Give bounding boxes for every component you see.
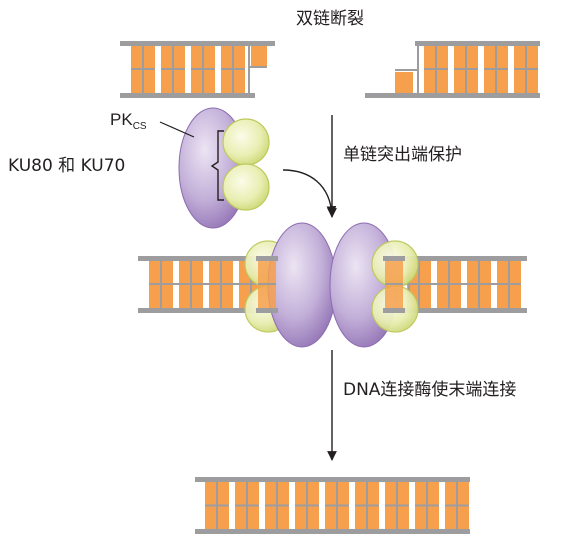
- svg-text:PKCS: PKCS: [110, 110, 147, 132]
- ku70-protein: [222, 163, 270, 211]
- step2-label: DNA连接酶使末端连接: [343, 379, 516, 400]
- pkcs-label-sub: CS: [133, 121, 147, 132]
- ku-label: KU80 和 KU70: [8, 130, 224, 201]
- pkcs-protein: [267, 222, 337, 348]
- dna-backbone-bottom: [382, 308, 527, 313]
- ku-label-text: KU80 和 KU70: [8, 156, 125, 176]
- pk-ku-complex-bound-right: [329, 222, 419, 348]
- dna-backbone-bottom: [138, 308, 278, 313]
- pkcs-leader-line: [159, 121, 195, 138]
- dna-base-pairs: [205, 482, 469, 529]
- dna-backbone-top: [120, 41, 275, 46]
- step1-label: 单链突出端保护: [343, 145, 462, 165]
- title-label: 双链断裂: [296, 9, 364, 29]
- dna-thread-through-ku: [256, 256, 405, 313]
- dna-fragment-top-right: [365, 41, 540, 98]
- pkcs-label: PKCS: [110, 110, 195, 138]
- dna-backbone-top: [138, 256, 278, 261]
- ku80-protein: [222, 118, 270, 166]
- dna-repaired: [195, 477, 470, 534]
- dna-backbone-bottom: [365, 93, 540, 98]
- dna-backbone-bottom: [195, 529, 470, 534]
- dna-backbone-top: [382, 256, 527, 261]
- dna-backbone-bottom: [120, 93, 255, 98]
- pk-ku-complex: [178, 107, 270, 229]
- dna-backbone-top: [415, 41, 540, 46]
- recruit-curved-arrow: [282, 169, 337, 216]
- dna-base-pairs: [131, 46, 267, 93]
- dna-base-pairs: [395, 46, 538, 93]
- dna-fragment-top-left: [120, 41, 275, 98]
- pkcs-label-main: PK: [110, 110, 133, 129]
- pk-ku-complex-bound-left: [244, 222, 337, 348]
- ku-brace: [210, 130, 224, 201]
- dna-backbone-top: [195, 477, 470, 482]
